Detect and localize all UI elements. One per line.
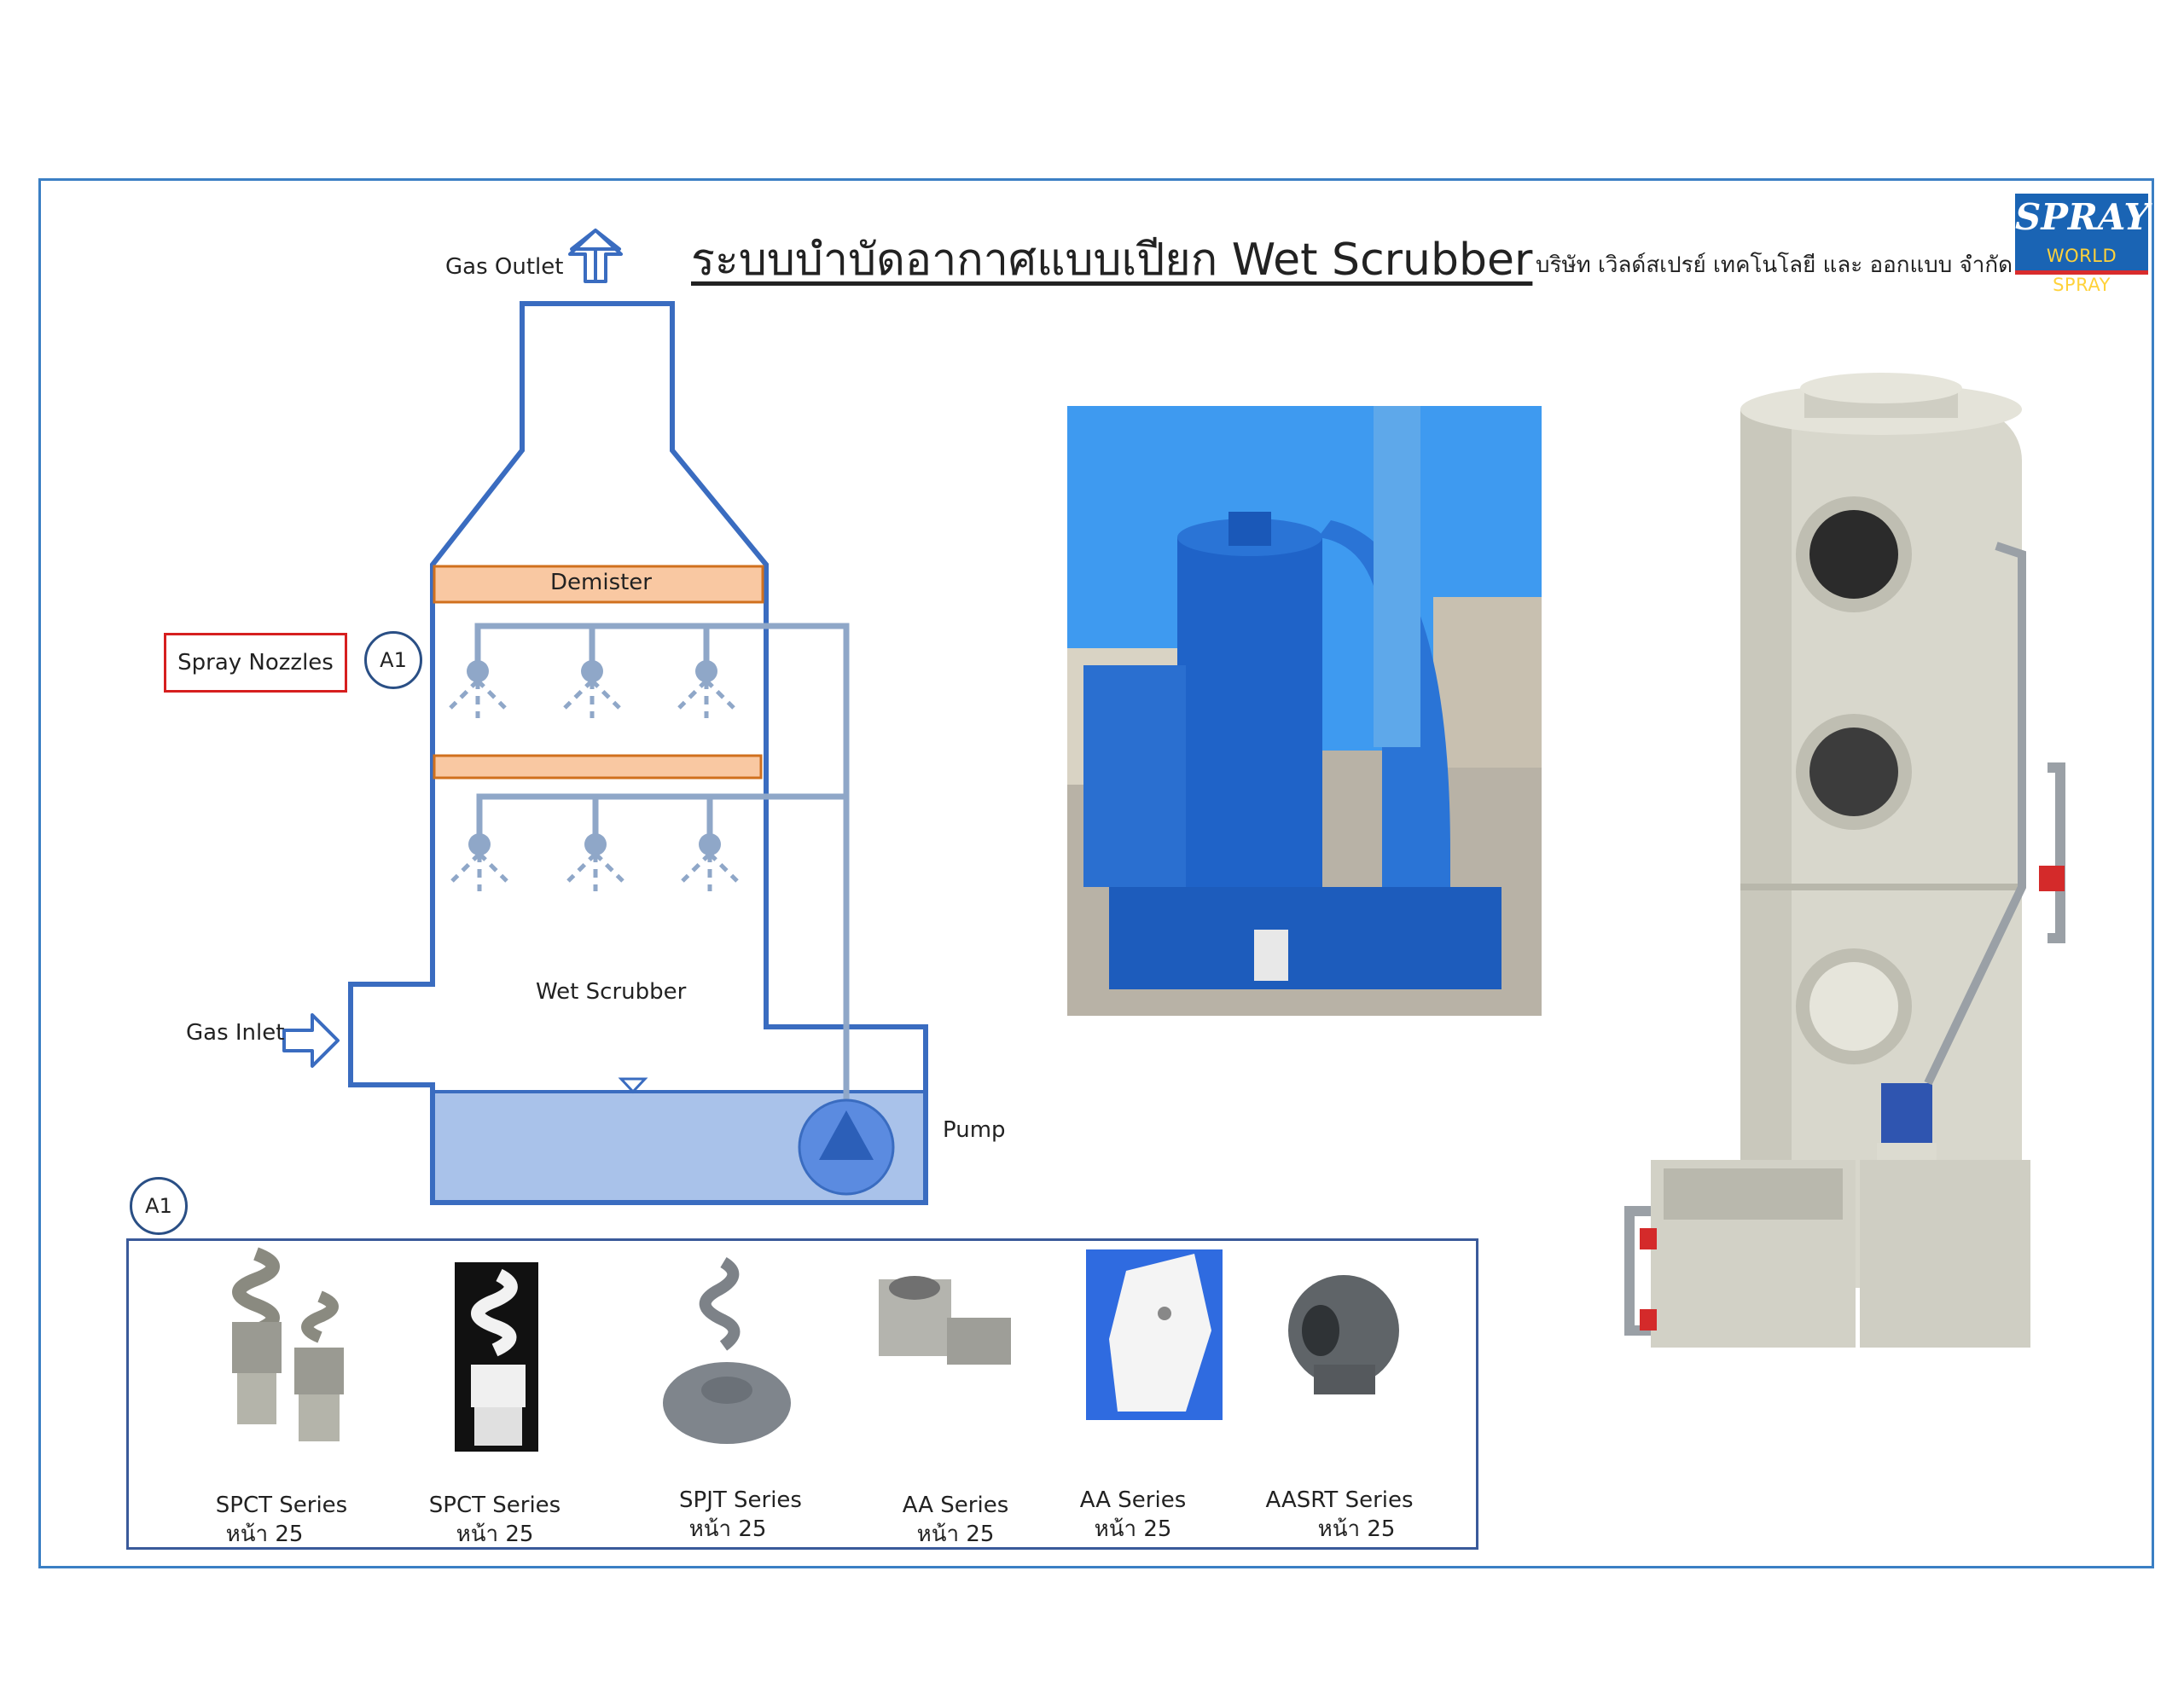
nozzle-page: หน้า 25	[1317, 1516, 1396, 1542]
packing-layer	[433, 754, 763, 780]
elbow-nozzle-steel-icon	[879, 1276, 1011, 1365]
scrubber-outline	[348, 301, 928, 1205]
callout-a1-diagram: A1	[364, 631, 422, 689]
nozzle-series: AA Series	[902, 1493, 1009, 1518]
spray-logo: SPRAY WORLD SPRAY	[2015, 194, 2149, 295]
company-name: บริษัท เวิลด์สเปรย์ เทคโนโลยี และ ออกแบบ…	[1536, 252, 2013, 278]
nozzle-aa-2: AA Series หน้า 25	[1056, 1486, 1210, 1544]
nozzle-page: หน้า 25	[456, 1522, 534, 1547]
demister-label: Demister	[550, 570, 652, 595]
logo-red-bar	[2015, 270, 2148, 275]
spray-nozzles-upper	[467, 660, 717, 682]
nozzle-series: SPCT Series	[428, 1493, 561, 1518]
ball-nozzle-icon	[1288, 1275, 1399, 1394]
logo-bottom-text: WORLD SPRAY	[2015, 241, 2148, 295]
nozzle-page: หน้า 25	[225, 1522, 304, 1547]
nozzle-panel	[126, 1238, 1478, 1550]
spiral-flange-nozzle-icon	[663, 1256, 791, 1444]
nozzle-spct-1: SPCT Series หน้า 25	[205, 1491, 358, 1549]
water-level-mark	[618, 1077, 648, 1094]
spray-nozzles-label: Spray Nozzles	[164, 633, 347, 693]
page-title: ระบบบำบัดอากาศแบบเปียก Wet Scrubber	[691, 235, 1533, 286]
wet-scrubber-label: Wet Scrubber	[536, 979, 687, 1005]
elbow-nozzle-white-icon	[1086, 1249, 1223, 1420]
blue-scrubber-photo	[1067, 406, 1542, 1016]
logo-top-text: SPRAY	[2015, 194, 2149, 241]
nozzle-page: หน้า 25	[688, 1516, 767, 1542]
nozzle-spct-2: SPCT Series หน้า 25	[418, 1491, 572, 1549]
nozzle-aa-1: AA Series หน้า 25	[879, 1491, 1032, 1549]
spiral-nozzle-pair-icon	[232, 1247, 344, 1441]
spray-lines	[449, 679, 739, 891]
spray-piping	[474, 623, 850, 1151]
gas-inlet-arrow	[282, 1013, 340, 1068]
nozzle-page: หน้า 25	[916, 1522, 995, 1547]
gas-inlet-label: Gas Inlet	[186, 1020, 285, 1046]
gas-outlet-arrow	[568, 229, 623, 283]
callout-a1-panel: A1	[130, 1177, 188, 1235]
nozzle-series: AA Series	[1079, 1487, 1187, 1513]
gas-outlet-label: Gas Outlet	[445, 254, 564, 280]
nozzle-page: หน้า 25	[1094, 1516, 1172, 1542]
nozzle-aasrt: AASRT Series หน้า 25	[1254, 1486, 1425, 1544]
spiral-nozzle-white-icon	[455, 1262, 538, 1452]
page-frame	[38, 178, 2154, 1568]
nozzle-spjt: SPJT Series หน้า 25	[664, 1486, 817, 1544]
pump-label: Pump	[943, 1117, 1006, 1143]
nozzle-series: SPJT Series	[679, 1487, 802, 1513]
nozzle-series: AASRT Series	[1265, 1487, 1414, 1513]
demister	[433, 565, 764, 604]
nozzle-series: SPCT Series	[215, 1493, 348, 1518]
spray-nozzles-lower	[468, 833, 721, 855]
pp-scrubber-photo	[1624, 373, 2065, 1348]
